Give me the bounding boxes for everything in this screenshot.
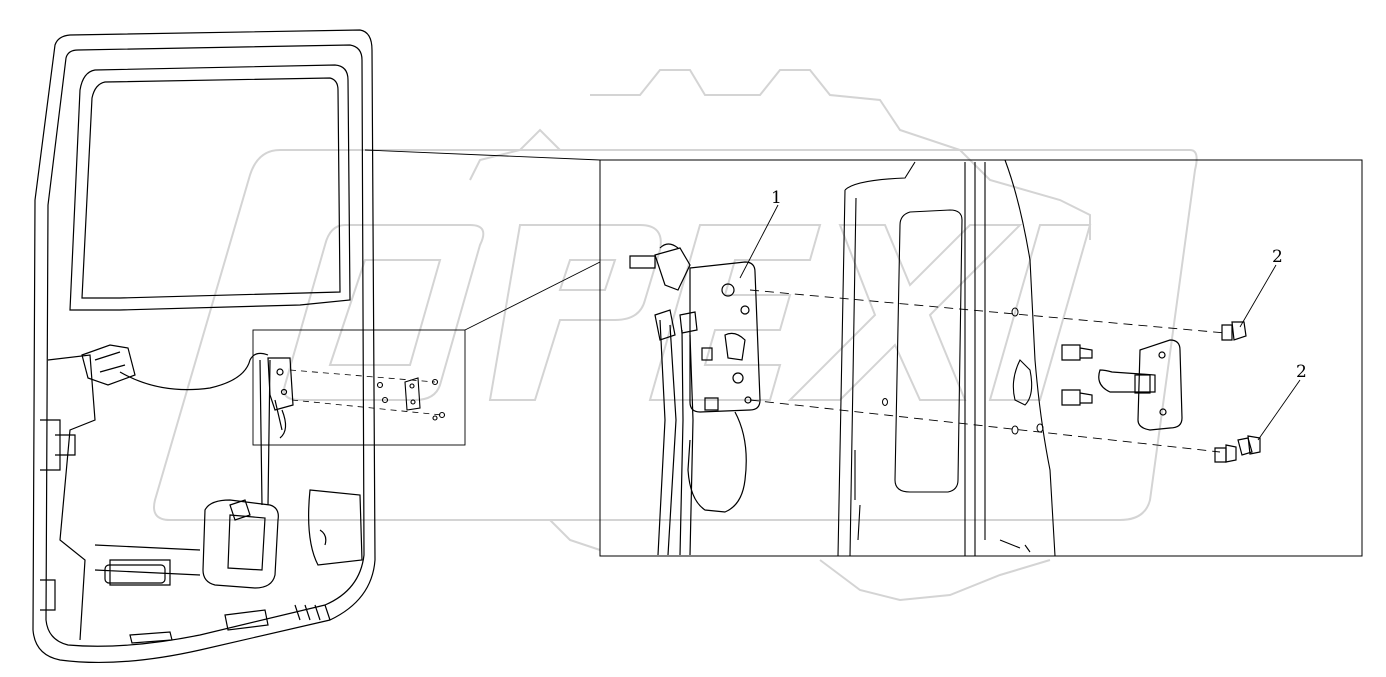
detail-dash-lines (749, 289, 1226, 453)
detail-door-structure (837, 159, 1056, 557)
detail-pillar (964, 162, 986, 556)
door-outer-frame (32, 29, 376, 664)
lock-linkage (654, 309, 698, 341)
striker-plate (1061, 339, 1183, 431)
bolt-bottom-b (1237, 435, 1261, 456)
striker-loop (1098, 369, 1156, 393)
handle-rods (259, 359, 283, 506)
small-dash-lines (289, 369, 443, 416)
callout-2a: 2 (1272, 247, 1283, 267)
bolt-top (1221, 321, 1247, 341)
callout-leaders (739, 204, 1301, 441)
mounting-bolts (1214, 321, 1261, 463)
detail-box (599, 159, 1363, 557)
lock-rod-right (679, 329, 694, 556)
watermark-letter-e (648, 224, 822, 401)
bolt-bottom-a (1214, 444, 1237, 463)
lock-pin (629, 255, 656, 269)
watermark-ring (153, 149, 1198, 521)
detail-pillar-curve (1004, 159, 1056, 557)
door-panel (32, 29, 376, 664)
window-opening-inner (81, 77, 341, 299)
lock-rod-left (657, 319, 677, 556)
striker-small (376, 377, 446, 421)
door-left-mount (40, 419, 76, 611)
outside-handle (202, 359, 283, 589)
watermark-slash (988, 224, 1092, 401)
callout-1: 1 (771, 188, 782, 208)
lock-upper-arm (654, 243, 691, 291)
striker-mount-bolts (1061, 344, 1093, 406)
door-bottom-plate (129, 609, 269, 644)
detail-source-box (252, 329, 466, 446)
inner-release-handle (81, 344, 269, 391)
callout-2b: 2 (1296, 362, 1307, 382)
door-inner-panel-left (47, 354, 96, 641)
watermark-letter-p (488, 224, 662, 401)
lock-cable (687, 411, 747, 513)
release-cable (119, 352, 269, 391)
door-lock-small (267, 357, 294, 439)
detail-door-edge (837, 161, 916, 557)
watermark-letter-o (283, 224, 485, 401)
door-inner-frame (45, 44, 365, 647)
detail-bracket (1012, 359, 1033, 406)
door-vent-slot (104, 564, 166, 584)
detail-lower-marks (854, 450, 1031, 553)
detail-holes (882, 307, 1044, 435)
door-lower-panel (94, 544, 201, 586)
window-opening-outer (69, 64, 351, 311)
zoom-leader-lines (364, 149, 601, 331)
lock-mechanism (629, 243, 761, 556)
door-pocket (308, 489, 363, 566)
door-bottom-slots (294, 604, 331, 621)
detail-window-slot (894, 209, 963, 493)
